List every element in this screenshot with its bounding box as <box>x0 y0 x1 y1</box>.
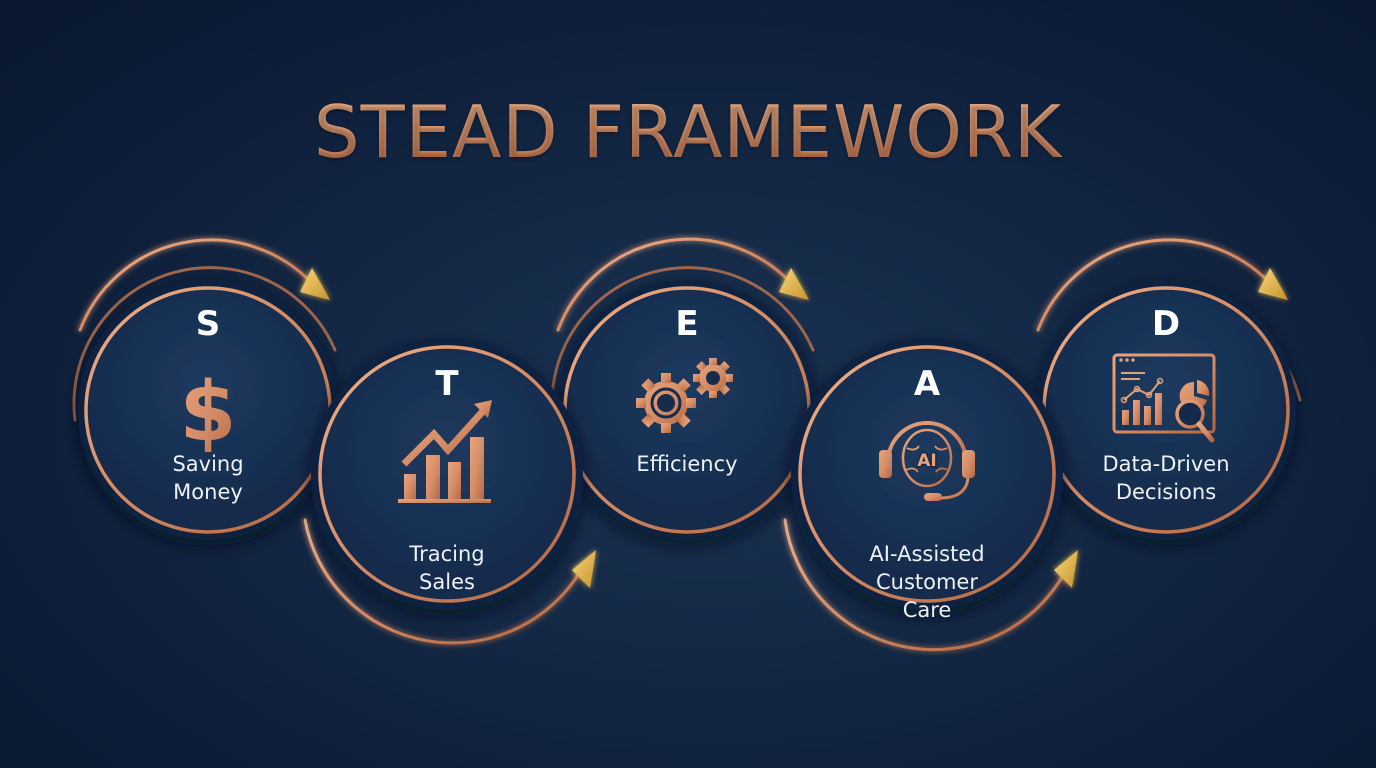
analytics-dashboard-icon <box>1112 353 1216 443</box>
step-saving-money: S Saving Money <box>108 306 308 506</box>
ai-headset-icon: AI <box>879 421 975 501</box>
disc-E <box>557 280 817 540</box>
growth-chart-icon <box>398 400 492 503</box>
step-letter: T <box>435 364 459 404</box>
step-ai-assisted-customer-care: A AI-Assisted Customer Care <box>817 366 1037 624</box>
arrow-icon <box>1054 550 1078 588</box>
page-title: STEAD FRAMEWORK <box>0 92 1376 172</box>
step-efficiency: E Efficiency <box>587 306 787 478</box>
step-label: Saving Money <box>172 452 244 504</box>
arrow-icon <box>779 268 809 300</box>
step-letter: D <box>1151 304 1181 344</box>
svg-text:AI: AI <box>917 451 936 471</box>
step-letter: A <box>913 364 941 404</box>
step-label: Tracing Sales <box>409 542 485 594</box>
step-tracing-sales: T Tracing Sales <box>347 366 547 596</box>
arrowheads <box>300 268 1288 588</box>
svg-text:$: $ <box>179 365 236 460</box>
gears-icon <box>636 358 733 433</box>
disc-D <box>1036 280 1296 540</box>
arrow-icon <box>300 268 330 300</box>
step-data-driven-decisions: D Data-Driven Decisions <box>1056 306 1276 506</box>
step-letter: E <box>675 304 699 344</box>
dollar-sign-icon: $ <box>179 365 236 460</box>
arrow-icon <box>1258 268 1288 300</box>
step-label: Efficiency <box>636 452 738 476</box>
disc-T <box>311 338 583 610</box>
step-label: AI-Assisted Customer Care <box>869 542 985 622</box>
step-label: Data-Driven Decisions <box>1102 452 1230 504</box>
step-letter: S <box>195 304 221 344</box>
arrow-icon <box>572 550 596 588</box>
